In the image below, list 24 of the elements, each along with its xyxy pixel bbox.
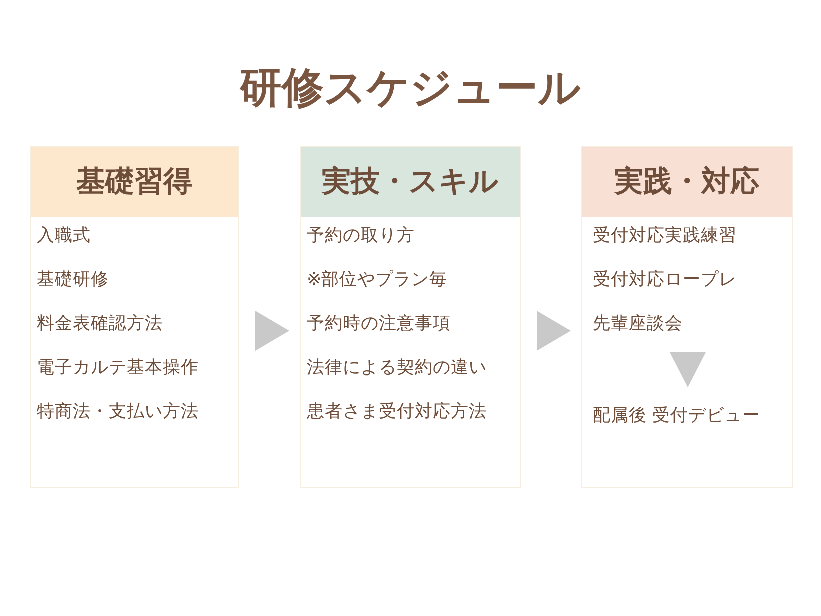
- column-card: [581, 146, 793, 488]
- list-item: 受付対応実践練習: [593, 225, 737, 248]
- column-card: [300, 146, 521, 488]
- list-item: 特商法・支払い方法: [37, 401, 199, 424]
- title: 研修スケジュール: [238, 62, 582, 114]
- arrow: [256, 311, 290, 351]
- list-item: 電子カルテ基本操作: [37, 357, 199, 380]
- arrow: [670, 352, 706, 388]
- list-item: ※部位やプラン毎: [307, 269, 448, 292]
- list-item: 先輩座談会: [593, 311, 683, 337]
- list-item: 法律による契約の違い: [307, 357, 487, 380]
- list-item: 入職式: [37, 225, 91, 248]
- column-heading: 実践・対応: [582, 147, 792, 217]
- list-item: 基礎研修: [37, 269, 109, 292]
- list-item: 配属後 受付デビュー: [593, 403, 761, 429]
- column-heading: 実技・スキル: [301, 147, 520, 217]
- column-heading: 基礎習得: [31, 147, 238, 217]
- list-item: 予約時の注意事項: [307, 313, 451, 336]
- column-card: [30, 146, 239, 488]
- arrow: [537, 311, 571, 351]
- list-item: 患者さま受付対応方法: [307, 401, 487, 424]
- list-item: 受付対応ロープレ: [593, 269, 737, 292]
- list-item: 料金表確認方法: [37, 313, 163, 336]
- list-item: 予約の取り方: [307, 225, 415, 248]
